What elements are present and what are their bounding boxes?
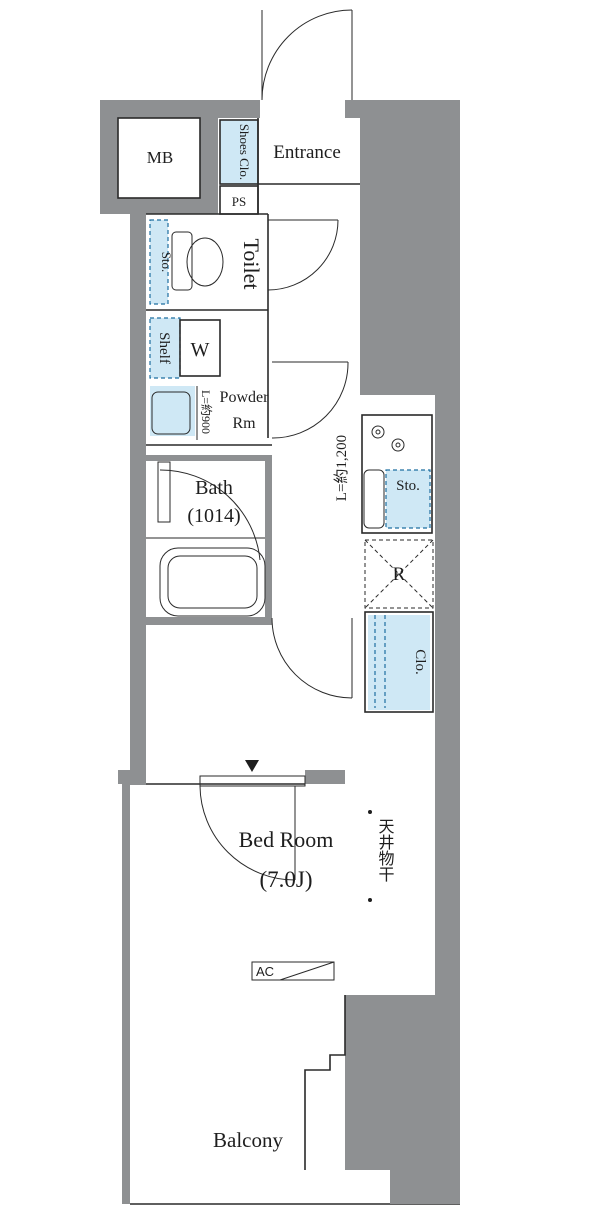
balcony-label: Balcony (213, 1128, 283, 1152)
fridge-label: R (393, 564, 406, 585)
bedroom-label: Bed Room (239, 827, 334, 852)
washer-label: W (191, 339, 210, 361)
powder-room-label-line2: Rm (232, 415, 256, 432)
labels: MB Shoes Clo. Entrance PS Sto. Toilet Sh… (147, 124, 428, 1152)
powder-room-label-line1: Powder (220, 389, 270, 406)
entrance-label: Entrance (273, 142, 341, 163)
bath-label: Bath (195, 477, 233, 499)
powder-size-label: L=約900 (199, 390, 214, 434)
ac-label: AC (256, 964, 274, 979)
shelf-label: Shelf (156, 332, 172, 364)
toilet-label: Toilet (239, 238, 264, 289)
bedroom-size-label: (7.0J) (259, 867, 312, 892)
doors (159, 9, 353, 881)
ceiling-dryer-label: 天井物干 (376, 818, 395, 882)
ps-label: PS (232, 194, 246, 209)
sto-toilet-label: Sto. (159, 252, 174, 273)
bath-size-label: (1014) (187, 505, 240, 527)
walls (100, 100, 460, 1204)
shoes-closet-label: Shoes Clo. (237, 124, 252, 180)
closet-label: Clo. (412, 649, 428, 674)
interior-lines (117, 117, 460, 1205)
mb-label: MB (147, 148, 173, 167)
sto-kitchen-label: Sto. (396, 478, 420, 494)
kitchen-length-label: L=約1,200 (333, 435, 350, 501)
